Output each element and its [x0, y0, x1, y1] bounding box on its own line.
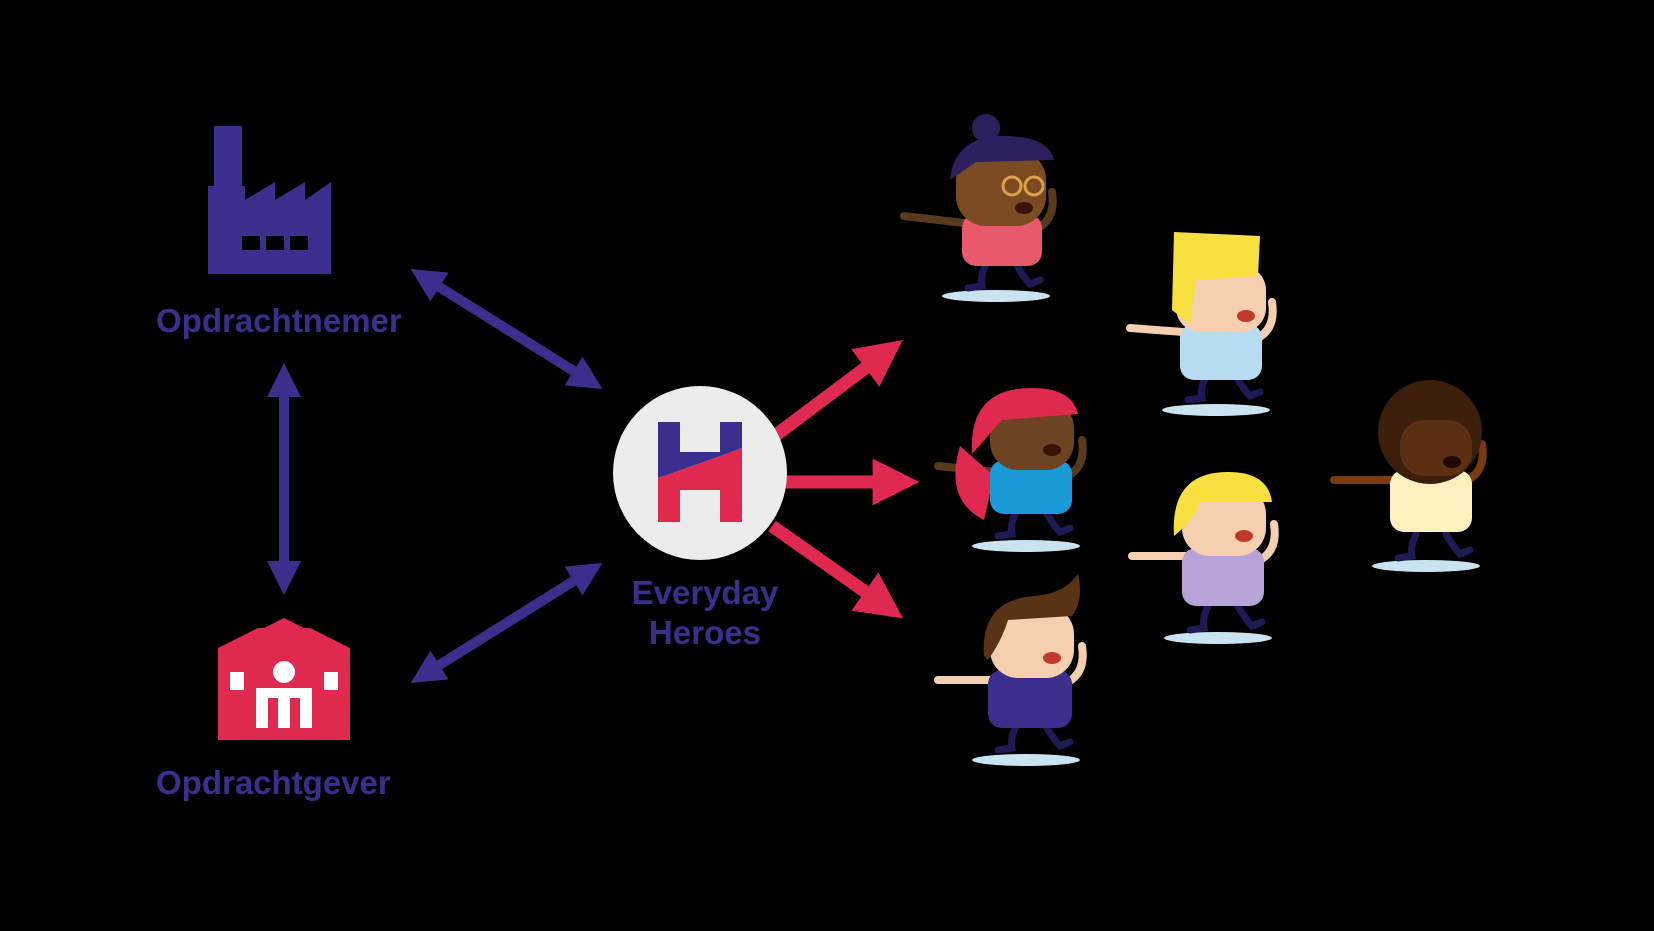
arrow-client-hub	[410, 562, 603, 684]
worker-brown-hair-icon	[934, 574, 1087, 766]
connections	[266, 268, 920, 684]
hub-label-line1: Everyday	[631, 574, 779, 611]
hub-label-line2: Heroes	[649, 614, 761, 651]
worker-pink-hair-icon	[934, 388, 1087, 552]
worker-blond-tall-hair-icon	[1126, 232, 1277, 416]
arrow-hub-worker-top	[768, 339, 903, 444]
arrow-contractor-hub	[410, 268, 603, 390]
client-label: Opdrachtgever	[156, 764, 391, 801]
everyday-heroes-logo-icon	[613, 386, 787, 560]
arrow-hub-worker-bottom	[768, 520, 904, 619]
worker-afro-icon	[1330, 380, 1487, 572]
hub-label: Everyday Heroes	[620, 573, 790, 653]
contractor-label: Opdrachtnemer	[156, 302, 402, 339]
factory-icon	[208, 126, 331, 274]
house-icon	[218, 618, 350, 740]
worker-blond-purple-shirt-icon	[1128, 472, 1279, 644]
worker-glasses-bun-icon	[900, 114, 1057, 302]
